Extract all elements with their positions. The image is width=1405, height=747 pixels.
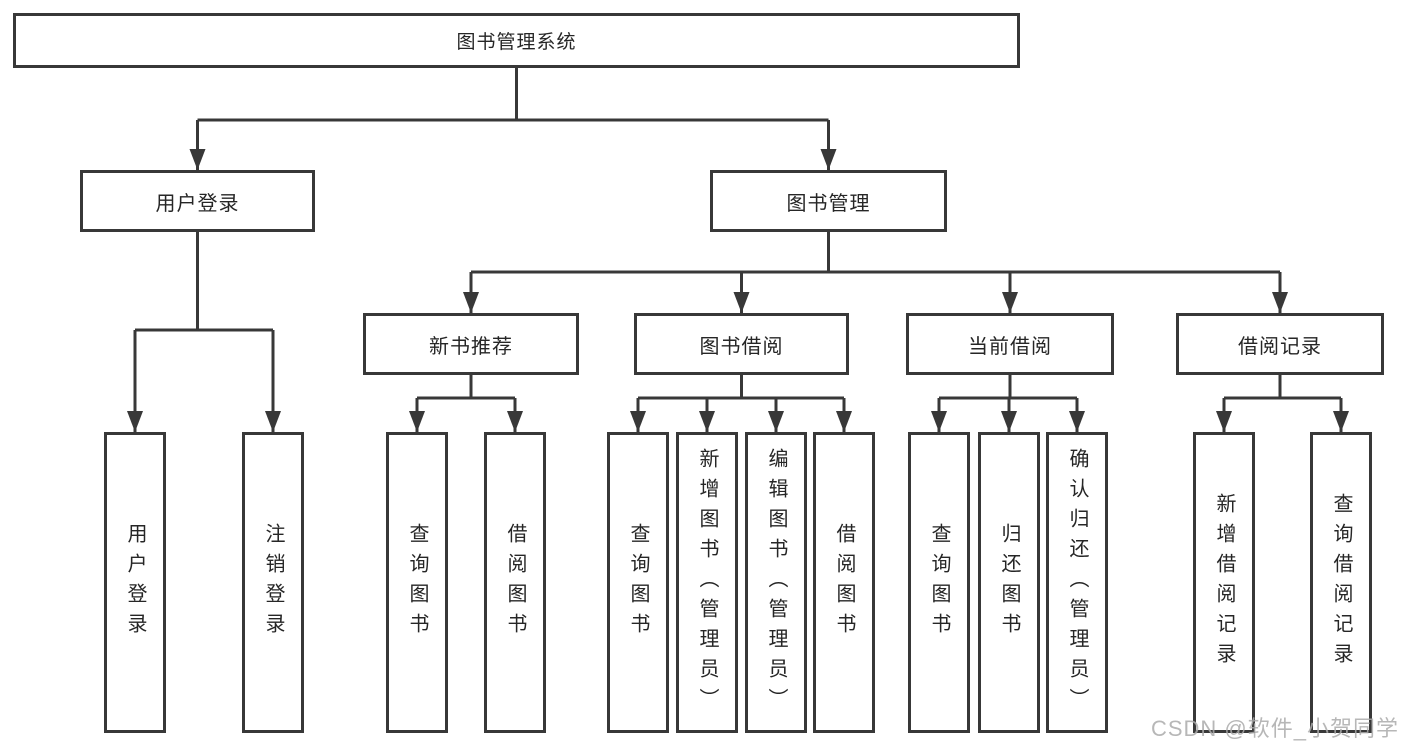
- leaf-confirm-return-admin: 确认归还（管理员）: [1046, 432, 1108, 733]
- node-current-borrowing: 当前借阅: [906, 313, 1114, 375]
- node-user-login-branch: 用户登录: [80, 170, 315, 232]
- leaf-query-books-current: 查询图书: [908, 432, 970, 733]
- leaf-edit-book-admin: 编辑图书（管理员）: [745, 432, 807, 733]
- arrowheads: [127, 149, 1349, 432]
- leaf-query-borrow-record: 查询借阅记录: [1310, 432, 1372, 733]
- watermark: CSDN @软件_小贺同学: [1150, 716, 1399, 741]
- node-new-book-recommend: 新书推荐: [363, 313, 579, 375]
- node-book-management-branch: 图书管理: [710, 170, 947, 232]
- leaf-query-books-recommend: 查询图书: [386, 432, 448, 733]
- leaf-query-books-borrowing: 查询图书: [607, 432, 669, 733]
- leaf-borrow-books-recommend: 借阅图书: [484, 432, 546, 733]
- leaf-add-borrow-record: 新增借阅记录: [1193, 432, 1255, 733]
- node-book-borrowing: 图书借阅: [634, 313, 849, 375]
- leaf-add-book-admin: 新增图书（管理员）: [676, 432, 738, 733]
- leaf-logout: 注销登录: [242, 432, 304, 733]
- node-borrowing-records: 借阅记录: [1176, 313, 1384, 375]
- leaf-user-login: 用户登录: [104, 432, 166, 733]
- leaf-borrow-books-borrowing: 借阅图书: [813, 432, 875, 733]
- leaf-return-book: 归还图书: [978, 432, 1040, 733]
- node-root: 图书管理系统: [13, 13, 1020, 68]
